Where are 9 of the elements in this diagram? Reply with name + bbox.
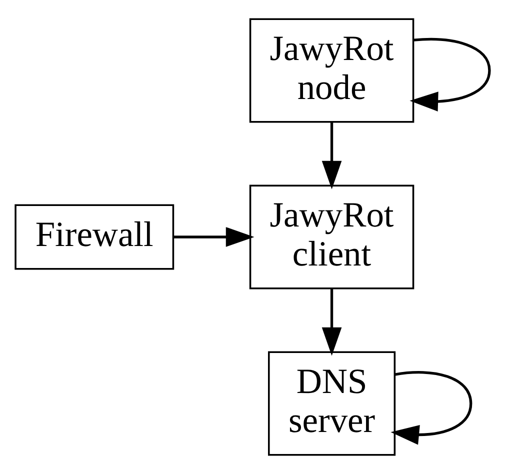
node-box: JawyRot client <box>249 184 414 289</box>
node-box: DNS server <box>268 350 396 456</box>
node-box: Firewall <box>14 204 174 270</box>
arrow <box>322 122 342 189</box>
arrow <box>174 226 254 246</box>
arrow <box>322 288 342 356</box>
arrow <box>390 370 472 444</box>
arrow <box>410 37 491 111</box>
node-box: JawyRot node <box>249 18 414 122</box>
